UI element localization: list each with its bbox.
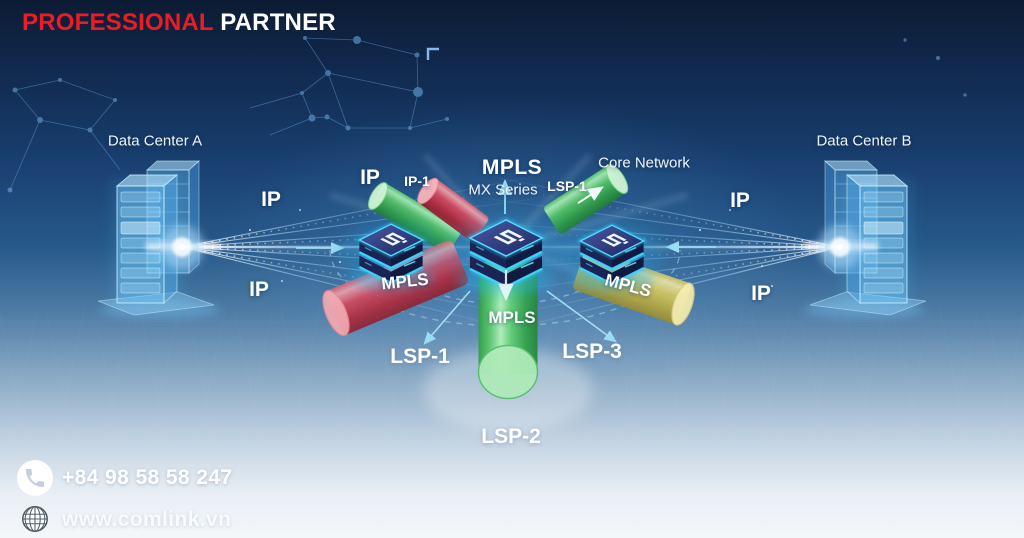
tube-green-lsp1 [544, 164, 629, 234]
ip-tube-label: IP [360, 166, 380, 189]
brand-secondary: PARTNER [220, 9, 336, 36]
beam-particles [248, 209, 774, 288]
phone-number: +84 98 58 58 247 [62, 466, 233, 489]
constellation-decoration [7, 36, 967, 193]
brand-primary: PROFESSIONAL [22, 9, 214, 36]
ip-label-b-top: IP [730, 189, 750, 212]
ip1-tube-label: IP-1 [404, 173, 430, 189]
datacenter-b-label: Data Center B [816, 132, 912, 150]
beam-source-glow-b [804, 225, 878, 269]
brand-header: PROFESSIONAL PARTNER [22, 9, 336, 37]
ip-label-b-bottom: IP [751, 282, 771, 305]
lsp3-label: LSP-3 [562, 340, 622, 363]
tube-green-ip [368, 182, 462, 254]
beam-source-glow-a [146, 225, 220, 269]
lsp-arrows [423, 179, 617, 345]
lsp2-label: LSP-2 [481, 425, 541, 448]
mpls-title: MPLS [481, 156, 543, 179]
mx-series-label: MX Series [468, 181, 538, 199]
ip-label-a-bottom: IP [249, 278, 269, 301]
ip-label-a-top: IP [261, 188, 281, 211]
corner-bracket-icon [426, 47, 439, 60]
website-url: www.comlink.vn [62, 508, 232, 531]
phone-icon [17, 460, 53, 501]
lsp1-tube-label: LSP-1 [547, 178, 587, 194]
datacenter-a-label: Data Center A [107, 132, 203, 150]
globe-icon [19, 503, 51, 538]
core-network-label: Core Network [598, 154, 690, 172]
ip-flow-arrows [296, 241, 716, 254]
lsp1-label: LSP-1 [390, 345, 450, 368]
mpls-center-label: MPLS [488, 308, 536, 327]
